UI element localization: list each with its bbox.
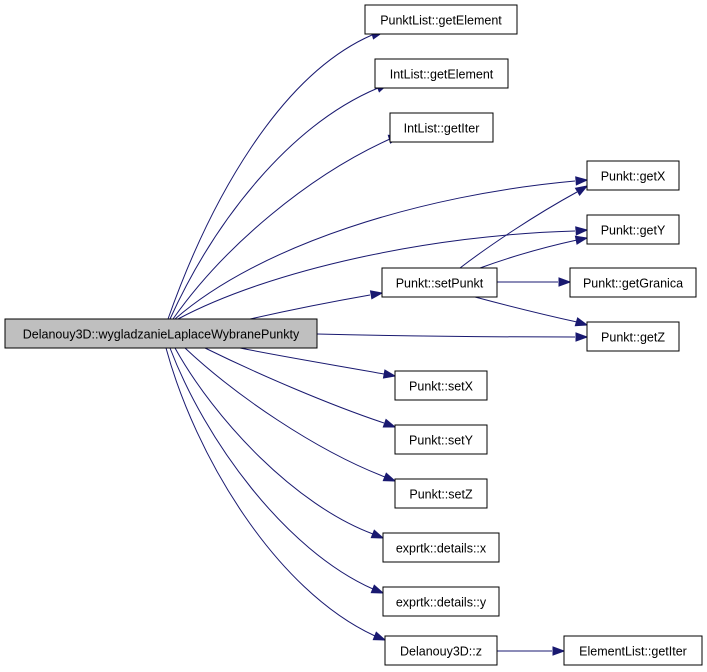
edge-line (167, 34, 373, 320)
edge-root-to-punkt-sety (204, 347, 397, 428)
edge-root-to-punkt-gety (177, 226, 589, 320)
edge-root-to-intlist-getelement (169, 83, 390, 320)
arrowhead-icon (382, 369, 397, 379)
node-box[interactable] (382, 532, 500, 563)
node-box[interactable] (586, 214, 680, 245)
node-box[interactable] (389, 112, 494, 143)
edge-root-to-punkt-setpunkt (249, 290, 384, 320)
arrowhead-icon (552, 646, 566, 656)
edge-line (249, 294, 371, 320)
node-box[interactable] (381, 267, 498, 298)
arrowhead-icon (382, 472, 397, 482)
node-label: exprtk::details::y (396, 596, 487, 610)
edge-punkt-setpunkt-to-punkt-gety (479, 235, 589, 269)
arrowhead-icon (574, 185, 589, 196)
node-punkt-setx[interactable]: Punkt::setX (394, 370, 488, 401)
node-box[interactable] (394, 478, 488, 509)
node-label: Punkt::setZ (409, 488, 473, 502)
edge-root-to-punkt-getx (174, 176, 589, 320)
node-intlist-getelement[interactable]: IntList::getElement (374, 58, 509, 89)
node-box[interactable] (563, 635, 703, 666)
node-label: Punkt::getY (601, 224, 666, 238)
node-label: Punkt::setX (409, 380, 474, 394)
edge-punkt-setpunkt-to-punkt-getz (474, 296, 589, 327)
edge-line (184, 347, 386, 478)
arrowhead-icon (370, 584, 385, 594)
node-punkt-setz[interactable]: Punkt::setZ (394, 478, 488, 509)
node-box[interactable] (394, 370, 488, 401)
node-box[interactable] (374, 58, 509, 89)
node-box[interactable] (569, 267, 697, 298)
node-punkt-gety[interactable]: Punkt::getY (586, 214, 680, 245)
edge-line (479, 239, 578, 269)
edge-root-to-intlist-getiter (172, 134, 402, 320)
edge-line (165, 347, 376, 637)
node-label: Delanouy3D::z (400, 645, 482, 659)
edge-line (169, 347, 374, 590)
arrowhead-icon (575, 226, 589, 236)
edge-delanouy3d-z-to-elementlist-getiter (497, 646, 566, 656)
node-punkt-getx[interactable]: Punkt::getX (586, 160, 680, 191)
edge-line (177, 230, 576, 320)
node-exprtk-details-y[interactable]: exprtk::details::y (382, 586, 500, 617)
arrowhead-icon (575, 176, 589, 186)
edge-root-to-punktlist-getelement (167, 30, 385, 320)
edge-root-to-punkt-getz (316, 332, 589, 342)
edge-line (169, 87, 379, 320)
nodes-layer: Delanouy3D::wygladzanieLaplaceWybranePun… (4, 4, 703, 666)
arrowhead-icon (372, 631, 387, 641)
arrowhead-icon (370, 529, 385, 539)
node-box[interactable] (586, 160, 680, 191)
edge-line (316, 333, 576, 338)
edge-line (174, 180, 576, 320)
edge-line (204, 347, 385, 424)
node-label: ElementList::getIter (579, 645, 687, 659)
node-elementlist-getiter[interactable]: ElementList::getIter (563, 635, 703, 666)
edge-root-to-punkt-setx (239, 347, 397, 379)
node-box[interactable] (384, 635, 498, 666)
node-label: exprtk::details::x (396, 542, 487, 556)
node-label: IntList::getElement (390, 68, 494, 82)
node-label: IntList::getIter (404, 122, 480, 136)
node-punkt-sety[interactable]: Punkt::setY (394, 424, 488, 455)
edge-line (474, 296, 578, 323)
edge-root-to-punkt-setz (184, 347, 397, 482)
node-label: Delanouy3D::wygladzanieLaplaceWybranePun… (23, 328, 300, 342)
node-label: Punkt::setY (409, 434, 474, 448)
node-label: Punkt::getZ (601, 331, 665, 345)
node-punktlist-getelement[interactable]: PunktList::getElement (364, 4, 518, 35)
node-exprtk-details-x[interactable]: exprtk::details::x (382, 532, 500, 563)
edge-punkt-setpunkt-to-punkt-getx (459, 185, 589, 269)
node-label: Punkt::getGranica (583, 277, 683, 291)
edge-punkt-setpunkt-to-punkt-getgranica (497, 277, 572, 287)
node-punkt-setpunkt[interactable]: Punkt::setPunkt (381, 267, 498, 298)
edge-line (172, 138, 391, 320)
node-label: Punkt::getX (601, 170, 666, 184)
arrowhead-icon (369, 290, 384, 300)
node-delanouy3d-z[interactable]: Delanouy3D::z (384, 635, 498, 666)
node-box[interactable] (364, 4, 518, 35)
edge-root-to-delanouy3d-z (165, 347, 387, 641)
node-box[interactable] (382, 586, 500, 617)
arrowhead-icon (574, 235, 589, 245)
node-label: Punkt::setPunkt (396, 277, 484, 291)
node-punkt-getgranica[interactable]: Punkt::getGranica (569, 267, 697, 298)
arrowhead-icon (575, 332, 589, 342)
edge-line (459, 191, 578, 269)
arrowhead-icon (574, 317, 589, 327)
node-punkt-getz[interactable]: Punkt::getZ (586, 321, 680, 352)
edge-line (239, 347, 385, 375)
node-intlist-getiter[interactable]: IntList::getIter (389, 112, 494, 143)
node-box[interactable] (394, 424, 488, 455)
arrowhead-icon (382, 418, 397, 428)
edge-line (174, 347, 374, 535)
edge-root-to-exprtk-details-y (169, 347, 385, 594)
edge-root-to-exprtk-details-x (174, 347, 385, 539)
node-label: PunktList::getElement (380, 14, 502, 28)
node-root[interactable]: Delanouy3D::wygladzanieLaplaceWybranePun… (4, 318, 318, 349)
node-box[interactable] (586, 321, 680, 352)
node-box[interactable] (4, 318, 318, 349)
arrowhead-icon (558, 277, 572, 287)
